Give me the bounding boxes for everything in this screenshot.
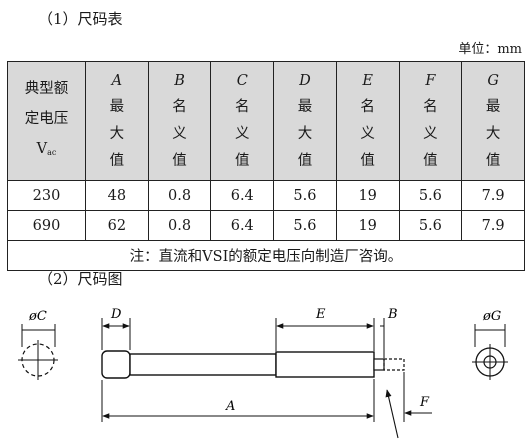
table-cell: 5.6 bbox=[273, 180, 337, 211]
header-char: 值 bbox=[109, 152, 125, 169]
table-cell: 6.4 bbox=[210, 180, 275, 211]
label-a: A bbox=[225, 399, 235, 414]
header-char: 义 bbox=[235, 125, 250, 142]
header-char: 最 bbox=[297, 98, 313, 115]
table-cell: 48 bbox=[85, 180, 149, 211]
header-col-b: B 名 义 值 bbox=[147, 61, 212, 181]
table-cell: 19 bbox=[335, 210, 400, 241]
table-cell: 7.9 bbox=[461, 210, 525, 241]
section-title-size-diagram: （2）尺码图 bbox=[38, 270, 123, 288]
header-rated-voltage: 典型额 定电压 Vac bbox=[7, 61, 86, 181]
end-view-c: øC bbox=[18, 309, 58, 380]
size-table: 典型额 定电压 Vac A 最 大 值 B 名 义 值 C 名 义 bbox=[7, 61, 525, 271]
header-char: 名 bbox=[423, 98, 438, 115]
table-cell: 62 bbox=[85, 210, 149, 241]
body-segment-e bbox=[275, 351, 375, 378]
header-char: 值 bbox=[235, 152, 250, 169]
dimension-d: D bbox=[101, 307, 131, 350]
table-cell: 230 bbox=[7, 180, 86, 211]
table-cell: 19 bbox=[335, 180, 400, 211]
table-cell: 7.9 bbox=[461, 180, 525, 211]
header-char: 名 bbox=[172, 98, 187, 115]
table-note: 注：直流和VSI的额定电压向制造厂咨询。 bbox=[7, 240, 525, 271]
fuse-body bbox=[101, 350, 405, 379]
header-char: 值 bbox=[423, 152, 438, 169]
label-e: E bbox=[315, 307, 326, 322]
header-col-c: C 名 义 值 bbox=[210, 61, 275, 181]
label-d: D bbox=[110, 307, 122, 322]
header-letter: B bbox=[174, 72, 185, 89]
table-cell: 6.4 bbox=[210, 210, 275, 241]
table-cell: 690 bbox=[7, 210, 86, 241]
header-char: 最 bbox=[109, 98, 125, 115]
header-letter: F bbox=[425, 72, 436, 89]
header-rated-voltage-symbol: V bbox=[36, 141, 48, 157]
unit-label: 单位：mm bbox=[458, 42, 522, 57]
header-char: 大 bbox=[109, 125, 125, 142]
header-char: 最 bbox=[485, 98, 501, 115]
table-header-row: 典型额 定电压 Vac A 最 大 值 B 名 义 值 C 名 义 bbox=[7, 61, 525, 181]
header-char: 大 bbox=[297, 125, 313, 142]
section-title-size-table: （1）尺码表 bbox=[38, 10, 123, 28]
dimension-b: B bbox=[380, 307, 398, 358]
header-letter: G bbox=[487, 72, 499, 89]
table-cell: 5.6 bbox=[398, 210, 463, 241]
body-tube bbox=[129, 353, 277, 376]
header-col-e: E 名 义 值 bbox=[335, 61, 400, 181]
header-col-f: F 名 义 值 bbox=[398, 61, 463, 181]
header-letter: E bbox=[362, 72, 373, 89]
indicator-pin bbox=[373, 358, 385, 371]
table-note-row: 注：直流和VSI的额定电压向制造厂咨询。 bbox=[7, 240, 525, 271]
header-char: 义 bbox=[360, 125, 375, 142]
header-char: 义 bbox=[172, 125, 187, 142]
table-cell: 0.8 bbox=[147, 210, 212, 241]
header-char: 义 bbox=[423, 125, 438, 142]
pin-extended-dashed bbox=[383, 358, 405, 371]
dimension-e: E bbox=[275, 307, 375, 351]
table-cell: 5.6 bbox=[398, 180, 463, 211]
header-char: 名 bbox=[360, 98, 375, 115]
label-phi-c: øC bbox=[28, 309, 47, 324]
header-rated-voltage-line2: 定电压 bbox=[24, 111, 69, 127]
dimension-a: A bbox=[101, 379, 375, 422]
header-rated-voltage-line1: 典型额 bbox=[24, 81, 69, 97]
header-col-d: D 最 大 值 bbox=[273, 61, 337, 181]
header-col-a: A 最 大 值 bbox=[85, 61, 149, 181]
header-rated-voltage-subscript: ac bbox=[47, 148, 57, 157]
header-letter: D bbox=[299, 72, 311, 89]
table-row: 230 48 0.8 6.4 5.6 19 5.6 7.9 bbox=[7, 180, 525, 211]
label-f: F bbox=[419, 395, 430, 410]
end-cap-d bbox=[101, 350, 131, 379]
label-b: B bbox=[387, 307, 398, 322]
header-char: 大 bbox=[485, 125, 501, 142]
dimension-diagram: øC D E B øG bbox=[18, 307, 508, 439]
header-char: 值 bbox=[172, 152, 187, 169]
leader-arrow bbox=[385, 389, 399, 439]
header-letter: A bbox=[111, 72, 123, 89]
header-char: 值 bbox=[297, 152, 313, 169]
table-row: 690 62 0.8 6.4 5.6 19 5.6 7.9 bbox=[7, 210, 525, 241]
table-cell: 5.6 bbox=[273, 210, 337, 241]
table-cell: 0.8 bbox=[147, 180, 212, 211]
header-col-g: G 最 大 值 bbox=[461, 61, 525, 181]
end-view-g: øG bbox=[472, 309, 508, 380]
header-letter: C bbox=[236, 72, 248, 89]
label-phi-g: øG bbox=[482, 309, 501, 324]
header-char: 名 bbox=[235, 98, 250, 115]
header-char: 值 bbox=[485, 152, 501, 169]
header-char: 值 bbox=[360, 152, 375, 169]
dimension-f: F bbox=[385, 372, 432, 439]
